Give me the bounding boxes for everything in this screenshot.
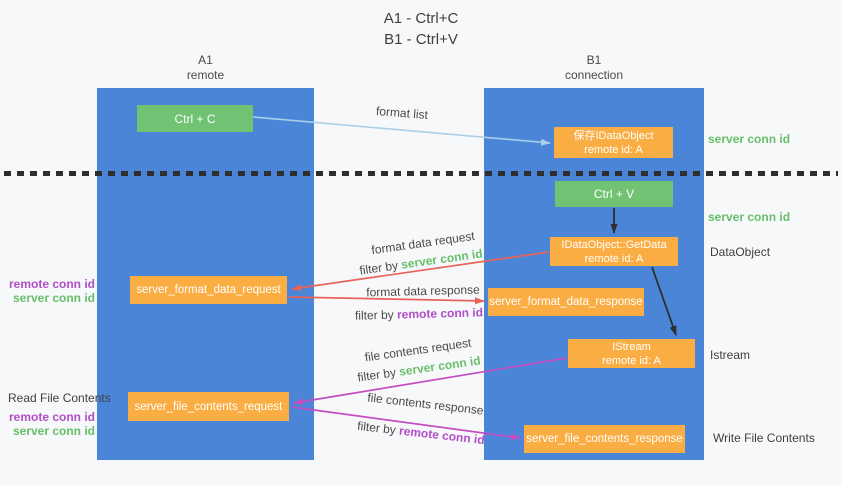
filter-prefix: filter by: [356, 365, 397, 385]
label-format-list: format list: [375, 103, 429, 123]
annotation-read-file-contents: Read File Contents: [8, 391, 111, 405]
node-server-format-data-response: server_format_data_response: [488, 288, 644, 316]
annotation-remote-conn-id-lower: remote conn id: [8, 410, 95, 424]
diagram-title: A1 - Ctrl+C B1 - Ctrl+V: [0, 8, 842, 50]
column-header-b1: B1 connection: [484, 53, 704, 83]
node-getdata-line1: IDataObject::GetData: [561, 238, 667, 251]
column-b1-role: connection: [564, 68, 624, 82]
filter-prefix: filter by: [358, 258, 399, 278]
annotation-conn-ids-lower: remote conn id server conn id: [0, 410, 95, 438]
annotation-remote-conn-id-upper: remote conn id: [8, 277, 95, 291]
node-istream: IStream remote id: A: [568, 339, 695, 368]
annotation-server-conn-id-mid: server conn id: [708, 210, 791, 224]
filter-prefix: filter by: [356, 418, 397, 438]
annotation-server-conn-id-lower: server conn id: [12, 424, 95, 438]
annotation-conn-ids-upper: remote conn id server conn id: [0, 277, 95, 305]
dotted-divider-line: [4, 171, 838, 176]
annotation-write-file-contents: Write File Contents: [713, 431, 815, 445]
node-ctrl-v: Ctrl + V: [555, 181, 673, 207]
annotation-dataobject: DataObject: [710, 245, 771, 259]
label-format-data-response: format data response: [366, 282, 480, 300]
node-idataobject-getdata: IDataObject::GetData remote id: A: [550, 237, 678, 266]
annotation-server-conn-id-top: server conn id: [708, 132, 791, 146]
node-getdata-line2: remote id: A: [584, 252, 644, 265]
title-line-b1: B1 - Ctrl+V: [384, 31, 458, 48]
column-header-a1: A1 remote: [97, 53, 314, 83]
node-save-idataobject-line2: remote id: A: [584, 143, 643, 156]
column-b1-name: B1: [586, 53, 602, 67]
node-server-file-contents-request: server_file_contents_request: [128, 392, 289, 421]
annotation-server-conn-id-upper: server conn id: [12, 291, 95, 305]
annotation-istream: Istream: [710, 348, 751, 362]
node-istream-line1: IStream: [612, 340, 651, 353]
node-save-idataobject: 保存IDataObject remote id: A: [554, 127, 673, 158]
label-file-contents-response: file contents response: [366, 390, 485, 418]
node-server-format-data-request: server_format_data_request: [130, 276, 287, 304]
remote-conn-id-keyword: remote conn id: [396, 305, 484, 322]
column-a1-role: remote: [186, 68, 225, 82]
column-a1-name: A1: [198, 53, 213, 67]
remote-conn-id-keyword: remote conn id: [398, 423, 486, 448]
label-filter-by-remote-conn-id-2: filter by remote conn id: [348, 418, 495, 448]
node-istream-line2: remote id: A: [602, 354, 661, 367]
node-save-idataobject-line1: 保存IDataObject: [573, 129, 654, 142]
node-ctrl-c: Ctrl + C: [137, 105, 253, 132]
title-line-a1: A1 - Ctrl+C: [383, 10, 459, 27]
label-filter-by-remote-conn-id-1: filter by remote conn id: [348, 305, 490, 323]
filter-prefix: filter by: [354, 307, 394, 323]
node-server-file-contents-response: server_file_contents_response: [524, 425, 685, 453]
